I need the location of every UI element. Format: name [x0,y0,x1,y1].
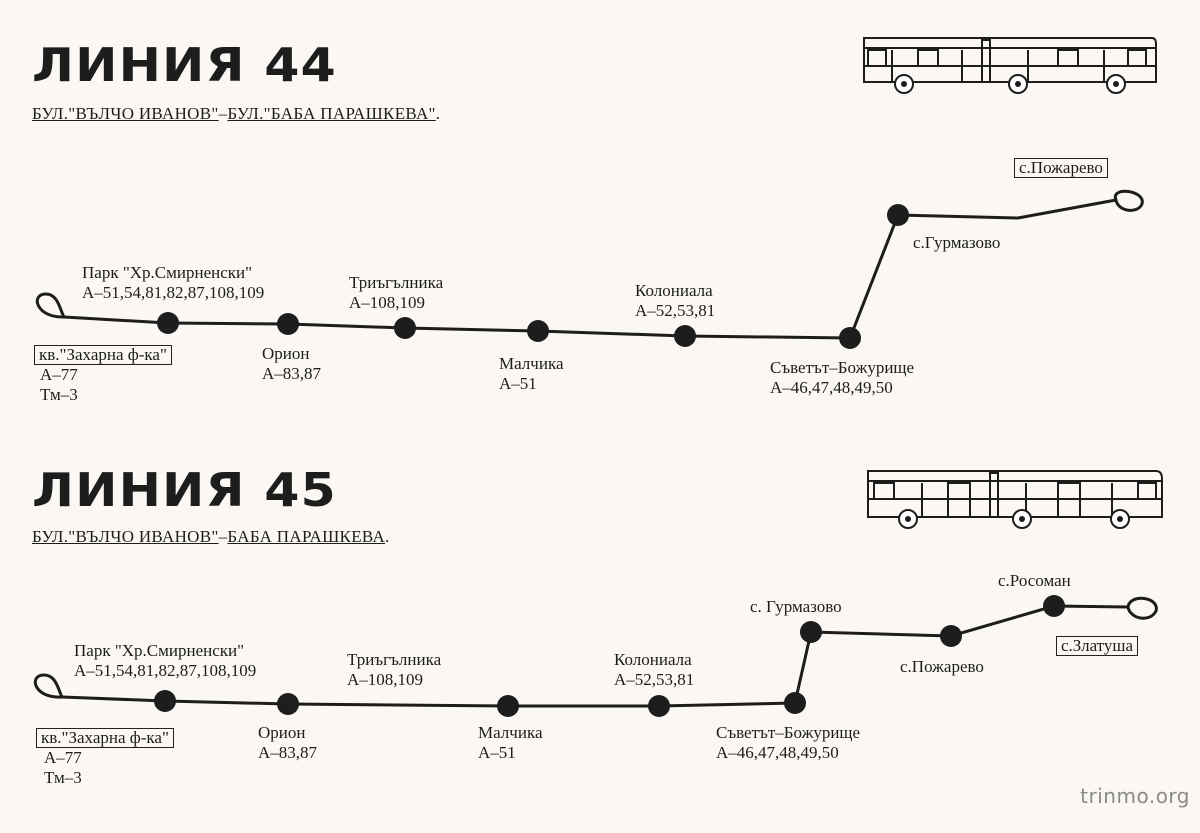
subtitle-start: БУЛ."ВЪЛЧО ИВАНОВ" [32,527,219,546]
stop-marker[interactable] [527,320,549,342]
route-map [35,189,1144,349]
subtitle-end: БАБА ПАРАШКЕВА [227,527,386,546]
stop-marker[interactable] [394,317,416,339]
route-45: ЛИНИЯ 45 БУЛ."ВЪЛЧО ИВАНОВ"–БАБА ПАРАШКЕ… [0,425,1200,833]
stop-marker[interactable] [887,204,909,226]
stop-marker[interactable] [648,695,670,717]
end-loop [1126,596,1158,620]
route-map [33,595,1158,717]
stop-marker[interactable] [800,621,822,643]
articulated-bus-icon [863,37,1157,94]
route-line [63,198,1117,340]
watermark: trinmo.org [1080,784,1190,808]
stop-gurmazovo: с.Гурмазово [913,233,1001,252]
stop-marker[interactable] [784,692,806,714]
subtitle-separator: – [218,527,228,546]
subtitle-start: БУЛ."ВЪЛЧО ИВАНОВ" [32,104,219,123]
stop-pozharevo: с.Пожарево [900,657,984,676]
articulated-bus-icon [867,470,1163,529]
stop-marker[interactable] [1043,595,1065,617]
stop-park-smirnenski: Парк "Хр.Смирненски"А–51,54,81,82,87,108… [82,263,265,302]
stop-marker[interactable] [277,313,299,335]
start-loop [33,673,65,699]
terminus-start: кв."Захарна ф-ка" А–77 Тм–3 [36,728,174,788]
route-title: ЛИНИЯ 45 [32,463,337,517]
stop-marker[interactable] [277,693,299,715]
route-subtitle: БУЛ."ВЪЛЧО ИВАНОВ"–БАБА ПАРАШКЕВА. [32,527,390,546]
stop-gurmazovo: с. Гурмазово [750,597,842,616]
route-line [61,604,1129,708]
stop-park-smirnenski: Парк "Хр.Смирненски"А–51,54,81,82,87,108… [74,641,257,680]
route-subtitle: БУЛ."ВЪЛЧО ИВАНОВ"–БУЛ."БАБА ПАРАШКЕВА". [32,104,441,123]
terminus-start: кв."Захарна ф-ка" А–77 Тм–3 [34,345,172,405]
stop-marker[interactable] [497,695,519,717]
terminus-end: с.Златуша [1056,636,1139,656]
stop-marker[interactable] [839,327,861,349]
stop-marker[interactable] [940,625,962,647]
end-loop [1113,189,1144,212]
stop-marker[interactable] [154,690,176,712]
start-loop [35,292,67,319]
stop-marker[interactable] [674,325,696,347]
subtitle-separator: – [218,104,228,123]
terminus-end: с.Пожарево [1014,158,1108,178]
stop-marker[interactable] [157,312,179,334]
stop-rosoman: с.Росоман [998,571,1071,590]
route-title: ЛИНИЯ 44 [32,38,337,92]
subtitle-end: БУЛ."БАБА ПАРАШКЕВА" [227,104,436,123]
route-44: ЛИНИЯ 44 БУЛ."ВЪЛЧО ИВАНОВ"–БУЛ."БАБА ПА… [0,0,1200,408]
